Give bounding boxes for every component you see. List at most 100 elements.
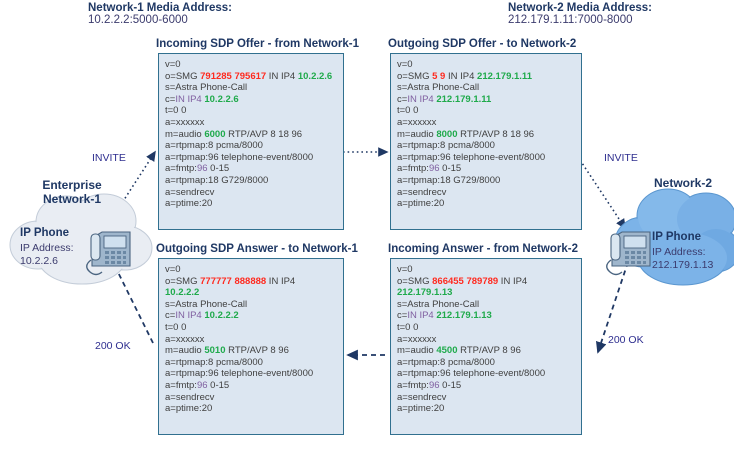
- sdp-line: a=xxxxxx: [165, 334, 339, 346]
- sdp-line: a=rtpmap:18 G729/8000: [165, 175, 339, 187]
- sdp-token: 212.179.1.13: [436, 310, 492, 322]
- sdp-line: a=rtpmap:8 pcma/8000: [397, 357, 577, 369]
- sdp-token: s=Astra Phone-Call: [165, 82, 248, 94]
- sdp-line: a=ptime:20: [165, 403, 339, 415]
- sdp-line: a=rtpmap:18 G729/8000: [397, 175, 577, 187]
- sdp-line: 10.2.2.2: [165, 287, 339, 299]
- sdp-line: a=sendrecv: [165, 187, 339, 199]
- sdp-line: a=rtpmap:8 pcma/8000: [165, 140, 339, 152]
- left-cloud-label-line2: Network-1: [42, 192, 101, 206]
- sdp-token: 96: [196, 163, 208, 175]
- signal-label-200ok-right: 200 OK: [608, 334, 644, 346]
- sdp-line: a=fmtp:96 0-15: [165, 380, 339, 392]
- sdp-token: RTP/AVP 8 18 96: [457, 128, 535, 140]
- sdp-token: IN IP4: [407, 93, 437, 105]
- sdp-token: c=: [397, 310, 408, 322]
- sdp-token: a=sendrecv: [165, 186, 215, 198]
- sdp-token: a=rtpmap:8 pcma/8000: [165, 356, 263, 368]
- sdp-line: c=IN IP4 10.2.2.6: [165, 94, 339, 106]
- signal-label-invite-left: INVITE: [92, 152, 126, 164]
- sdp-token: a=sendrecv: [397, 391, 447, 403]
- sdp-token: IN IP4: [266, 70, 298, 82]
- sdp-token: 4500: [436, 345, 458, 357]
- sdp-line: a=xxxxxx: [397, 117, 577, 129]
- left-cloud-label-line1: Enterprise: [42, 178, 102, 192]
- sdp-line: a=ptime:20: [397, 198, 577, 210]
- sdp-token: 10.2.2.6: [204, 93, 239, 105]
- sdp-token: a=rtpmap:18 G729/8000: [397, 174, 501, 186]
- sdp-line: s=Astra Phone-Call: [165, 299, 339, 311]
- sdp-line: a=fmtp:96 0-15: [397, 380, 577, 392]
- sdp-token: 6000: [204, 128, 226, 140]
- sdp-token: s=Astra Phone-Call: [397, 298, 480, 310]
- right-media-address-value: 212.179.1.11:7000-8000: [508, 14, 633, 26]
- sdp-token: a=rtpmap:8 pcma/8000: [397, 356, 495, 368]
- box-title-incoming-offer: Incoming SDP Offer - from Network-1: [156, 38, 359, 50]
- sdp-token: t=0 0: [165, 321, 187, 333]
- sdp-token: 96: [428, 379, 440, 391]
- sdp-token: a=xxxxxx: [397, 116, 437, 128]
- sdp-token: a=ptime:20: [165, 198, 213, 210]
- left-phone-address-value: 10.2.2.6: [20, 254, 58, 267]
- right-phone-address-value: 212.179.1.13: [652, 258, 714, 271]
- sdp-token: s=Astra Phone-Call: [165, 298, 248, 310]
- sdp-line: t=0 0: [165, 322, 339, 334]
- sdp-line: c=IN IP4 212.179.1.13: [397, 310, 577, 322]
- sdp-token: a=ptime:20: [397, 198, 445, 210]
- sdp-line: a=xxxxxx: [397, 334, 577, 346]
- sdp-token: a=ptime:20: [397, 403, 445, 415]
- sdp-line: c=IN IP4 212.179.1.11: [397, 94, 577, 106]
- sdp-token: t=0 0: [397, 321, 419, 333]
- sdp-token: o=SMG: [165, 275, 201, 287]
- sdp-token: IN IP4: [175, 310, 205, 322]
- sdp-token: 10.2.2.6: [297, 70, 333, 82]
- sdp-token: 791285 795617: [200, 70, 267, 82]
- sdp-token: 212.179.1.11: [477, 70, 532, 82]
- sdp-token: a=rtpmap:18 G729/8000: [165, 174, 269, 186]
- sdp-token: 96: [428, 163, 440, 175]
- signal-label-invite-right: INVITE: [604, 152, 638, 164]
- sdp-token: t=0 0: [397, 105, 419, 117]
- box-title-incoming-answer: Incoming Answer - from Network-2: [388, 243, 578, 255]
- sdp-token: IN IP4: [407, 310, 437, 322]
- sdp-line: v=0: [397, 59, 577, 71]
- sdp-line: m=audio 6000 RTP/AVP 8 18 96: [165, 129, 339, 141]
- sdp-token: a=fmtp:: [397, 379, 429, 391]
- sdp-line: c=IN IP4 10.2.2.2: [165, 310, 339, 322]
- sdp-token: a=xxxxxx: [165, 333, 205, 345]
- right-phone-address: IP Address: 212.179.1.13: [652, 246, 713, 271]
- sdp-token: a=rtpmap:96 telephone-event/8000: [165, 368, 314, 380]
- sdp-line: t=0 0: [397, 322, 577, 334]
- left-phone-title: IP Phone: [20, 227, 69, 239]
- sdp-token: 0-15: [207, 379, 230, 391]
- sdp-line: a=rtpmap:96 telephone-event/8000: [165, 152, 339, 164]
- sdp-token: 777777 888888: [200, 275, 267, 287]
- sdp-token: a=sendrecv: [397, 186, 447, 198]
- sdp-line: a=rtpmap:96 telephone-event/8000: [165, 368, 339, 380]
- left-phone-address: IP Address: 10.2.2.6: [20, 242, 74, 267]
- sdp-token: a=fmtp:: [165, 163, 197, 175]
- sdp-token: o=SMG: [165, 70, 201, 82]
- right-cloud-label: Network-2: [638, 176, 728, 190]
- sdp-line: v=0: [165, 264, 339, 276]
- sdp-token: a=rtpmap:8 pcma/8000: [397, 140, 495, 152]
- sdp-token: a=rtpmap:96 telephone-event/8000: [397, 368, 546, 380]
- sdp-line: a=ptime:20: [397, 403, 577, 415]
- sdp-token: RTP/AVP 8 96: [225, 345, 289, 357]
- sdp-token: a=xxxxxx: [165, 116, 205, 128]
- sdp-token: a=fmtp:: [397, 163, 429, 175]
- sdp-token: 866455 789789: [432, 275, 499, 287]
- sdp-token: v=0: [397, 59, 413, 70]
- sdp-token: a=ptime:20: [165, 403, 213, 415]
- right-media-address-title: Network-2 Media Address:: [508, 2, 652, 14]
- sdp-token: c=: [165, 310, 176, 322]
- sdp-token: o=SMG: [397, 275, 433, 287]
- sdp-token: v=0: [165, 264, 181, 275]
